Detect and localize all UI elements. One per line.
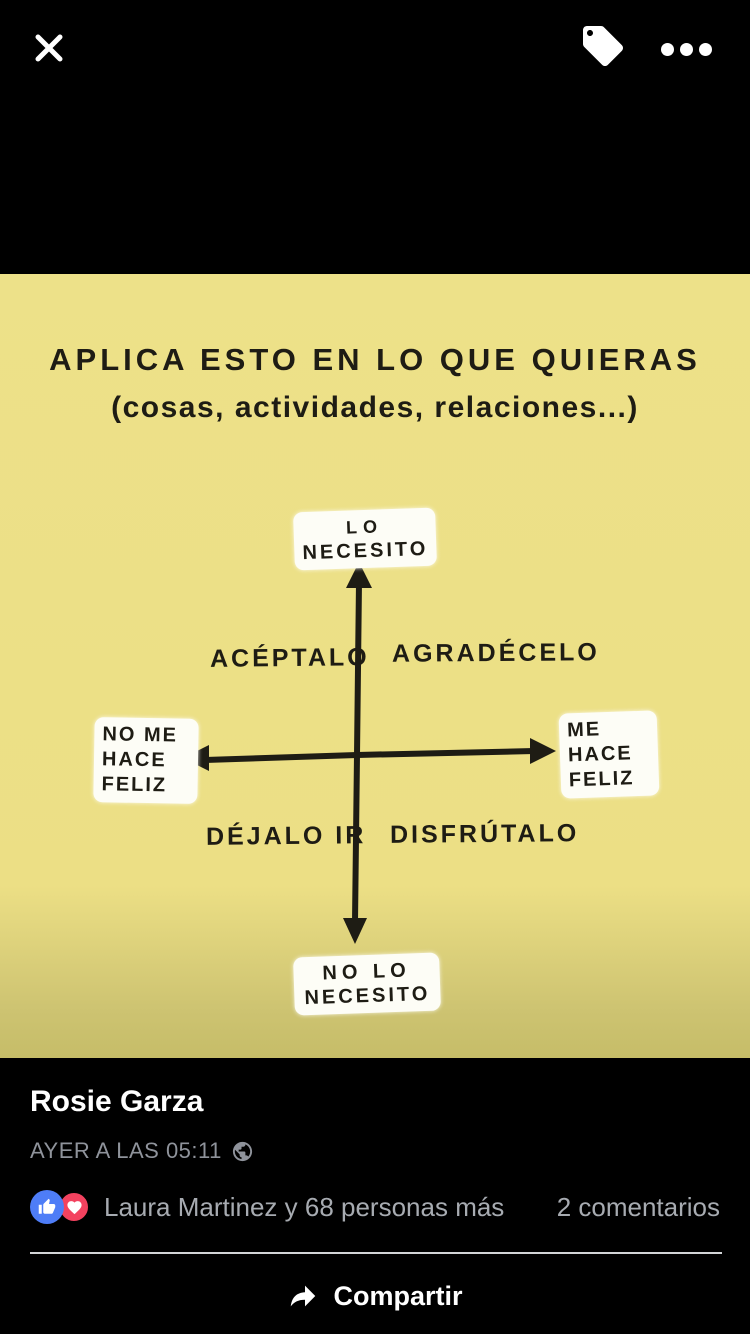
close-button[interactable] <box>28 28 70 70</box>
timestamp-text: AYER A LAS 05:11 <box>30 1138 222 1163</box>
like-reaction-icon <box>30 1190 64 1224</box>
quadrant-label-bottom-left: DÉJALO IR <box>205 821 367 851</box>
timestamp-row: AYER A LAS 05:11 <box>30 1138 254 1164</box>
post-photo[interactable]: APLICA ESTO EN LO QUE QUIERAS (cosas, ac… <box>0 274 750 1058</box>
tag-icon <box>579 22 627 73</box>
axis-label-left: NO ME HACE FELIZ <box>93 717 199 804</box>
axis-label-top: LO NECESITO <box>293 507 437 571</box>
divider <box>30 1252 722 1254</box>
axis-label-bottom: NO LO NECESITO <box>293 952 441 1016</box>
ellipsis-icon <box>660 42 712 56</box>
quadrant-axes <box>183 562 556 944</box>
photo-title-line2: (cosas, actividades, relaciones...) <box>111 391 639 424</box>
top-bar <box>0 0 750 274</box>
axis-label-right: ME HACE FELIZ <box>558 710 660 799</box>
author-name[interactable]: Rosie Garza <box>30 1085 204 1118</box>
photo-title-line1: APLICA ESTO EN LO QUE QUIERAS <box>49 342 701 377</box>
tag-button[interactable] <box>578 22 628 72</box>
reaction-icons[interactable] <box>30 1190 91 1224</box>
reaction-summary[interactable]: Laura Martinez y 68 personas más <box>104 1191 505 1222</box>
quadrant-label-top-left: ACÉPTALO <box>209 643 370 673</box>
quadrant-label-bottom-right: DISFRÚTALO <box>389 819 580 849</box>
globe-icon <box>231 1140 254 1163</box>
more-options-button[interactable] <box>656 30 716 68</box>
reactions-row: Laura Martinez y 68 personas más 2 comen… <box>30 1190 720 1224</box>
share-icon <box>287 1280 319 1312</box>
comments-count[interactable]: 2 comentarios <box>556 1191 720 1222</box>
close-icon <box>30 29 68 70</box>
share-button[interactable]: Compartir <box>0 1270 750 1322</box>
quadrant-label-top-right: AGRADÉCELO <box>391 638 600 668</box>
share-label: Compartir <box>333 1280 463 1311</box>
